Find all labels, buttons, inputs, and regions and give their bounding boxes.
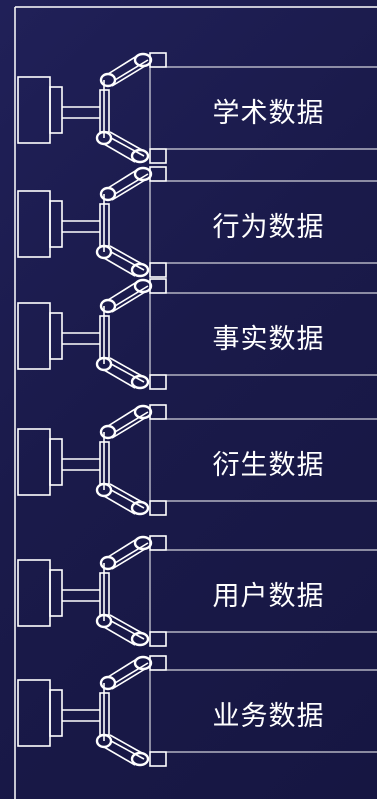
robot-arm-icon: [17, 655, 377, 767]
robot-arm-icon: [17, 52, 377, 164]
row-label: 学术数据: [212, 98, 325, 129]
robot-arm-icon: [17, 278, 377, 390]
row-label: 事实数据: [212, 324, 325, 355]
row-label: 用户数据: [212, 581, 325, 612]
row-label: 行为数据: [212, 212, 325, 243]
robot-arm-icon: [17, 535, 377, 647]
row-label: 衍生数据: [212, 450, 325, 481]
robot-arm-icon: [17, 166, 377, 278]
robot-arm-icon: [17, 404, 377, 516]
row-label: 业务数据: [212, 701, 325, 732]
